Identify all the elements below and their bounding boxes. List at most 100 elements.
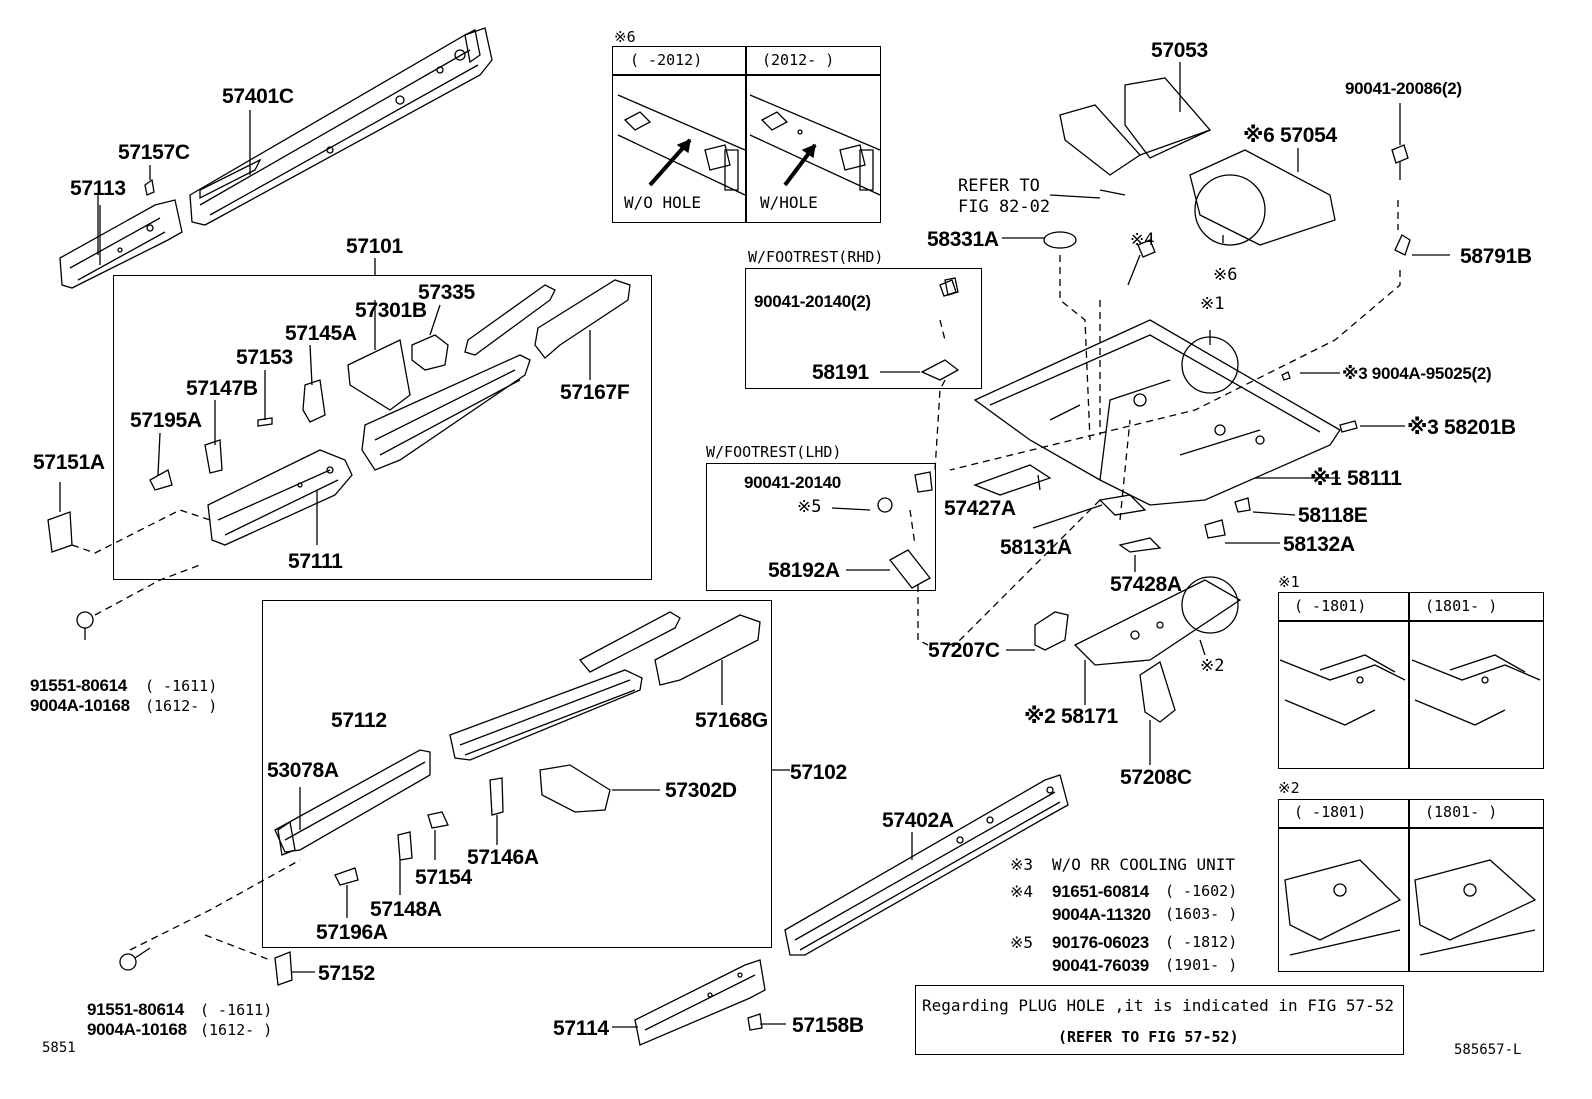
label-9004a-95025[interactable]: ※3 9004A-95025(2) bbox=[1342, 364, 1492, 383]
part-58171-drawing bbox=[1034, 576, 1242, 723]
label-57151a[interactable]: 57151A bbox=[33, 451, 105, 474]
detail-2-drawing bbox=[1284, 859, 1537, 956]
detail-1-divider-v bbox=[1408, 592, 1410, 769]
detail-6-left-caption: W/O HOLE bbox=[624, 193, 702, 212]
label-91551-a[interactable]: 91551-80614 bbox=[30, 676, 127, 695]
label-90041-20140-lhd[interactable]: 90041-20140 bbox=[744, 473, 841, 492]
detail-box-2 bbox=[1278, 799, 1544, 972]
note-5-mark: ※5 bbox=[1010, 933, 1034, 952]
note-4-part-a[interactable]: 91651-60814 bbox=[1052, 882, 1149, 901]
refer-fig-line1: REFER TO bbox=[958, 176, 1040, 196]
label-57302d[interactable]: 57302D bbox=[665, 779, 737, 802]
part-57151a-drawing bbox=[47, 511, 73, 553]
label-58118e[interactable]: 58118E bbox=[1298, 504, 1368, 527]
label-91551-b-range: ( -1611) bbox=[200, 1001, 273, 1019]
label-57401c[interactable]: 57401C bbox=[222, 85, 294, 108]
note-5-part-b-range: (1901- ) bbox=[1165, 956, 1238, 974]
part-57054-drawing bbox=[1189, 149, 1336, 246]
note-4-part-b[interactable]: 9004A-11320 bbox=[1052, 905, 1151, 924]
label-90041-20086[interactable]: 90041-20086(2) bbox=[1345, 79, 1462, 98]
label-53078a[interactable]: 53078A bbox=[267, 759, 339, 782]
label-9004a-b-range: (1612- ) bbox=[200, 1021, 273, 1039]
detail-1-drawing bbox=[1279, 654, 1541, 726]
label-9004a-a[interactable]: 9004A-10168 bbox=[30, 696, 130, 715]
leader-lines bbox=[99, 62, 1450, 1028]
label-57152[interactable]: 57152 bbox=[318, 962, 375, 985]
label-57402a[interactable]: 57402A bbox=[882, 809, 954, 832]
label-58171[interactable]: ※2 58171 bbox=[1024, 705, 1118, 728]
label-90041-20140-rhd[interactable]: 90041-20140(2) bbox=[754, 292, 871, 311]
label-57145a[interactable]: 57145A bbox=[285, 322, 357, 345]
parts-57101-drawing bbox=[149, 279, 631, 546]
detail-box-1 bbox=[1278, 592, 1544, 769]
part-57401c-drawing bbox=[189, 27, 493, 226]
mark-5-lhd: ※5 bbox=[797, 497, 822, 517]
label-57146a[interactable]: 57146A bbox=[467, 846, 539, 869]
group-box-57101 bbox=[113, 275, 652, 580]
footrest-rhd-drawing bbox=[920, 277, 960, 381]
label-57102[interactable]: 57102 bbox=[790, 761, 847, 784]
note-5-part-a[interactable]: 90176-06023 bbox=[1052, 933, 1149, 952]
mark-1-top: ※1 bbox=[1200, 294, 1225, 314]
note-5-part-b[interactable]: 90041-76039 bbox=[1052, 956, 1149, 975]
label-57157c[interactable]: 57157C bbox=[118, 141, 190, 164]
detail-2-left-header: ( -1801) bbox=[1294, 803, 1367, 821]
part-57053-drawing bbox=[1059, 77, 1212, 176]
part-57113-drawing bbox=[59, 165, 183, 289]
label-57114[interactable]: 57114 bbox=[553, 1017, 609, 1040]
label-57428a[interactable]: 57428A bbox=[1110, 573, 1182, 596]
label-57153[interactable]: 57153 bbox=[236, 346, 293, 369]
label-57427a[interactable]: 57427A bbox=[944, 497, 1016, 520]
note-4-part-b-range: (1603- ) bbox=[1165, 905, 1238, 923]
label-57168g[interactable]: 57168G bbox=[695, 709, 768, 732]
label-91551-b[interactable]: 91551-80614 bbox=[87, 1000, 184, 1019]
label-57301b[interactable]: 57301B bbox=[355, 299, 427, 322]
detail-1-divider-h bbox=[1278, 620, 1544, 622]
label-57111[interactable]: 57111 bbox=[288, 550, 343, 573]
label-57112[interactable]: 57112 bbox=[331, 709, 387, 732]
note-3-mark: ※3 bbox=[1010, 855, 1034, 874]
label-57148a[interactable]: 57148A bbox=[370, 898, 442, 921]
footer-left-code: 5851 bbox=[42, 1040, 76, 1056]
refer-fig-line2[interactable]: FIG 82-02 bbox=[958, 197, 1051, 217]
label-58132a[interactable]: 58132A bbox=[1283, 533, 1355, 556]
part-57114-drawing bbox=[634, 959, 766, 1046]
label-57195a[interactable]: 57195A bbox=[130, 409, 202, 432]
detail-2-divider-h bbox=[1278, 827, 1544, 829]
detail-2-mark: ※2 bbox=[1278, 779, 1300, 797]
label-58791b[interactable]: 58791B bbox=[1460, 245, 1532, 268]
label-58131a[interactable]: 58131A bbox=[1000, 536, 1072, 559]
label-58191[interactable]: 58191 bbox=[812, 361, 869, 384]
plug-hole-note-line2[interactable]: (REFER TO FIG 57-52) bbox=[1058, 1028, 1239, 1046]
label-58111[interactable]: ※1 58111 bbox=[1310, 467, 1402, 490]
note-3-text: W/O RR COOLING UNIT bbox=[1052, 855, 1236, 874]
note-4-mark: ※4 bbox=[1010, 882, 1034, 901]
label-57208c[interactable]: 57208C bbox=[1120, 766, 1192, 789]
label-57207c[interactable]: 57207C bbox=[928, 639, 1000, 662]
detail-6-divider-v bbox=[745, 46, 747, 223]
detail-2-right-header: (1801- ) bbox=[1425, 803, 1498, 821]
label-91551-a-range: ( -1611) bbox=[145, 677, 218, 695]
label-57147b[interactable]: 57147B bbox=[186, 377, 258, 400]
label-57167f[interactable]: 57167F bbox=[560, 381, 630, 404]
label-57335[interactable]: 57335 bbox=[418, 281, 475, 304]
note-4-part-a-range: ( -1602) bbox=[1165, 882, 1238, 900]
label-57196a[interactable]: 57196A bbox=[316, 921, 388, 944]
label-58192a[interactable]: 58192A bbox=[768, 559, 840, 582]
detail-6-left-header: ( -2012) bbox=[630, 51, 703, 69]
label-57054[interactable]: ※6 57054 bbox=[1243, 124, 1337, 147]
label-57101[interactable]: 57101 bbox=[346, 235, 403, 258]
note-5-part-a-range: ( -1812) bbox=[1165, 933, 1238, 951]
label-58201b[interactable]: ※3 58201B bbox=[1407, 416, 1516, 439]
footer-right-code: 585657-L bbox=[1454, 1042, 1522, 1058]
label-58331a[interactable]: 58331A bbox=[927, 228, 999, 251]
label-57113[interactable]: 57113 bbox=[70, 177, 126, 200]
label-57158b[interactable]: 57158B bbox=[792, 1014, 864, 1037]
detail-6-right-caption: W/HOLE bbox=[760, 193, 818, 212]
footrest-lhd-box bbox=[706, 463, 936, 591]
label-57053[interactable]: 57053 bbox=[1151, 39, 1208, 62]
mark-6b: ※6 bbox=[1213, 265, 1238, 285]
label-9004a-b[interactable]: 9004A-10168 bbox=[87, 1020, 187, 1039]
label-57154[interactable]: 57154 bbox=[415, 866, 472, 889]
